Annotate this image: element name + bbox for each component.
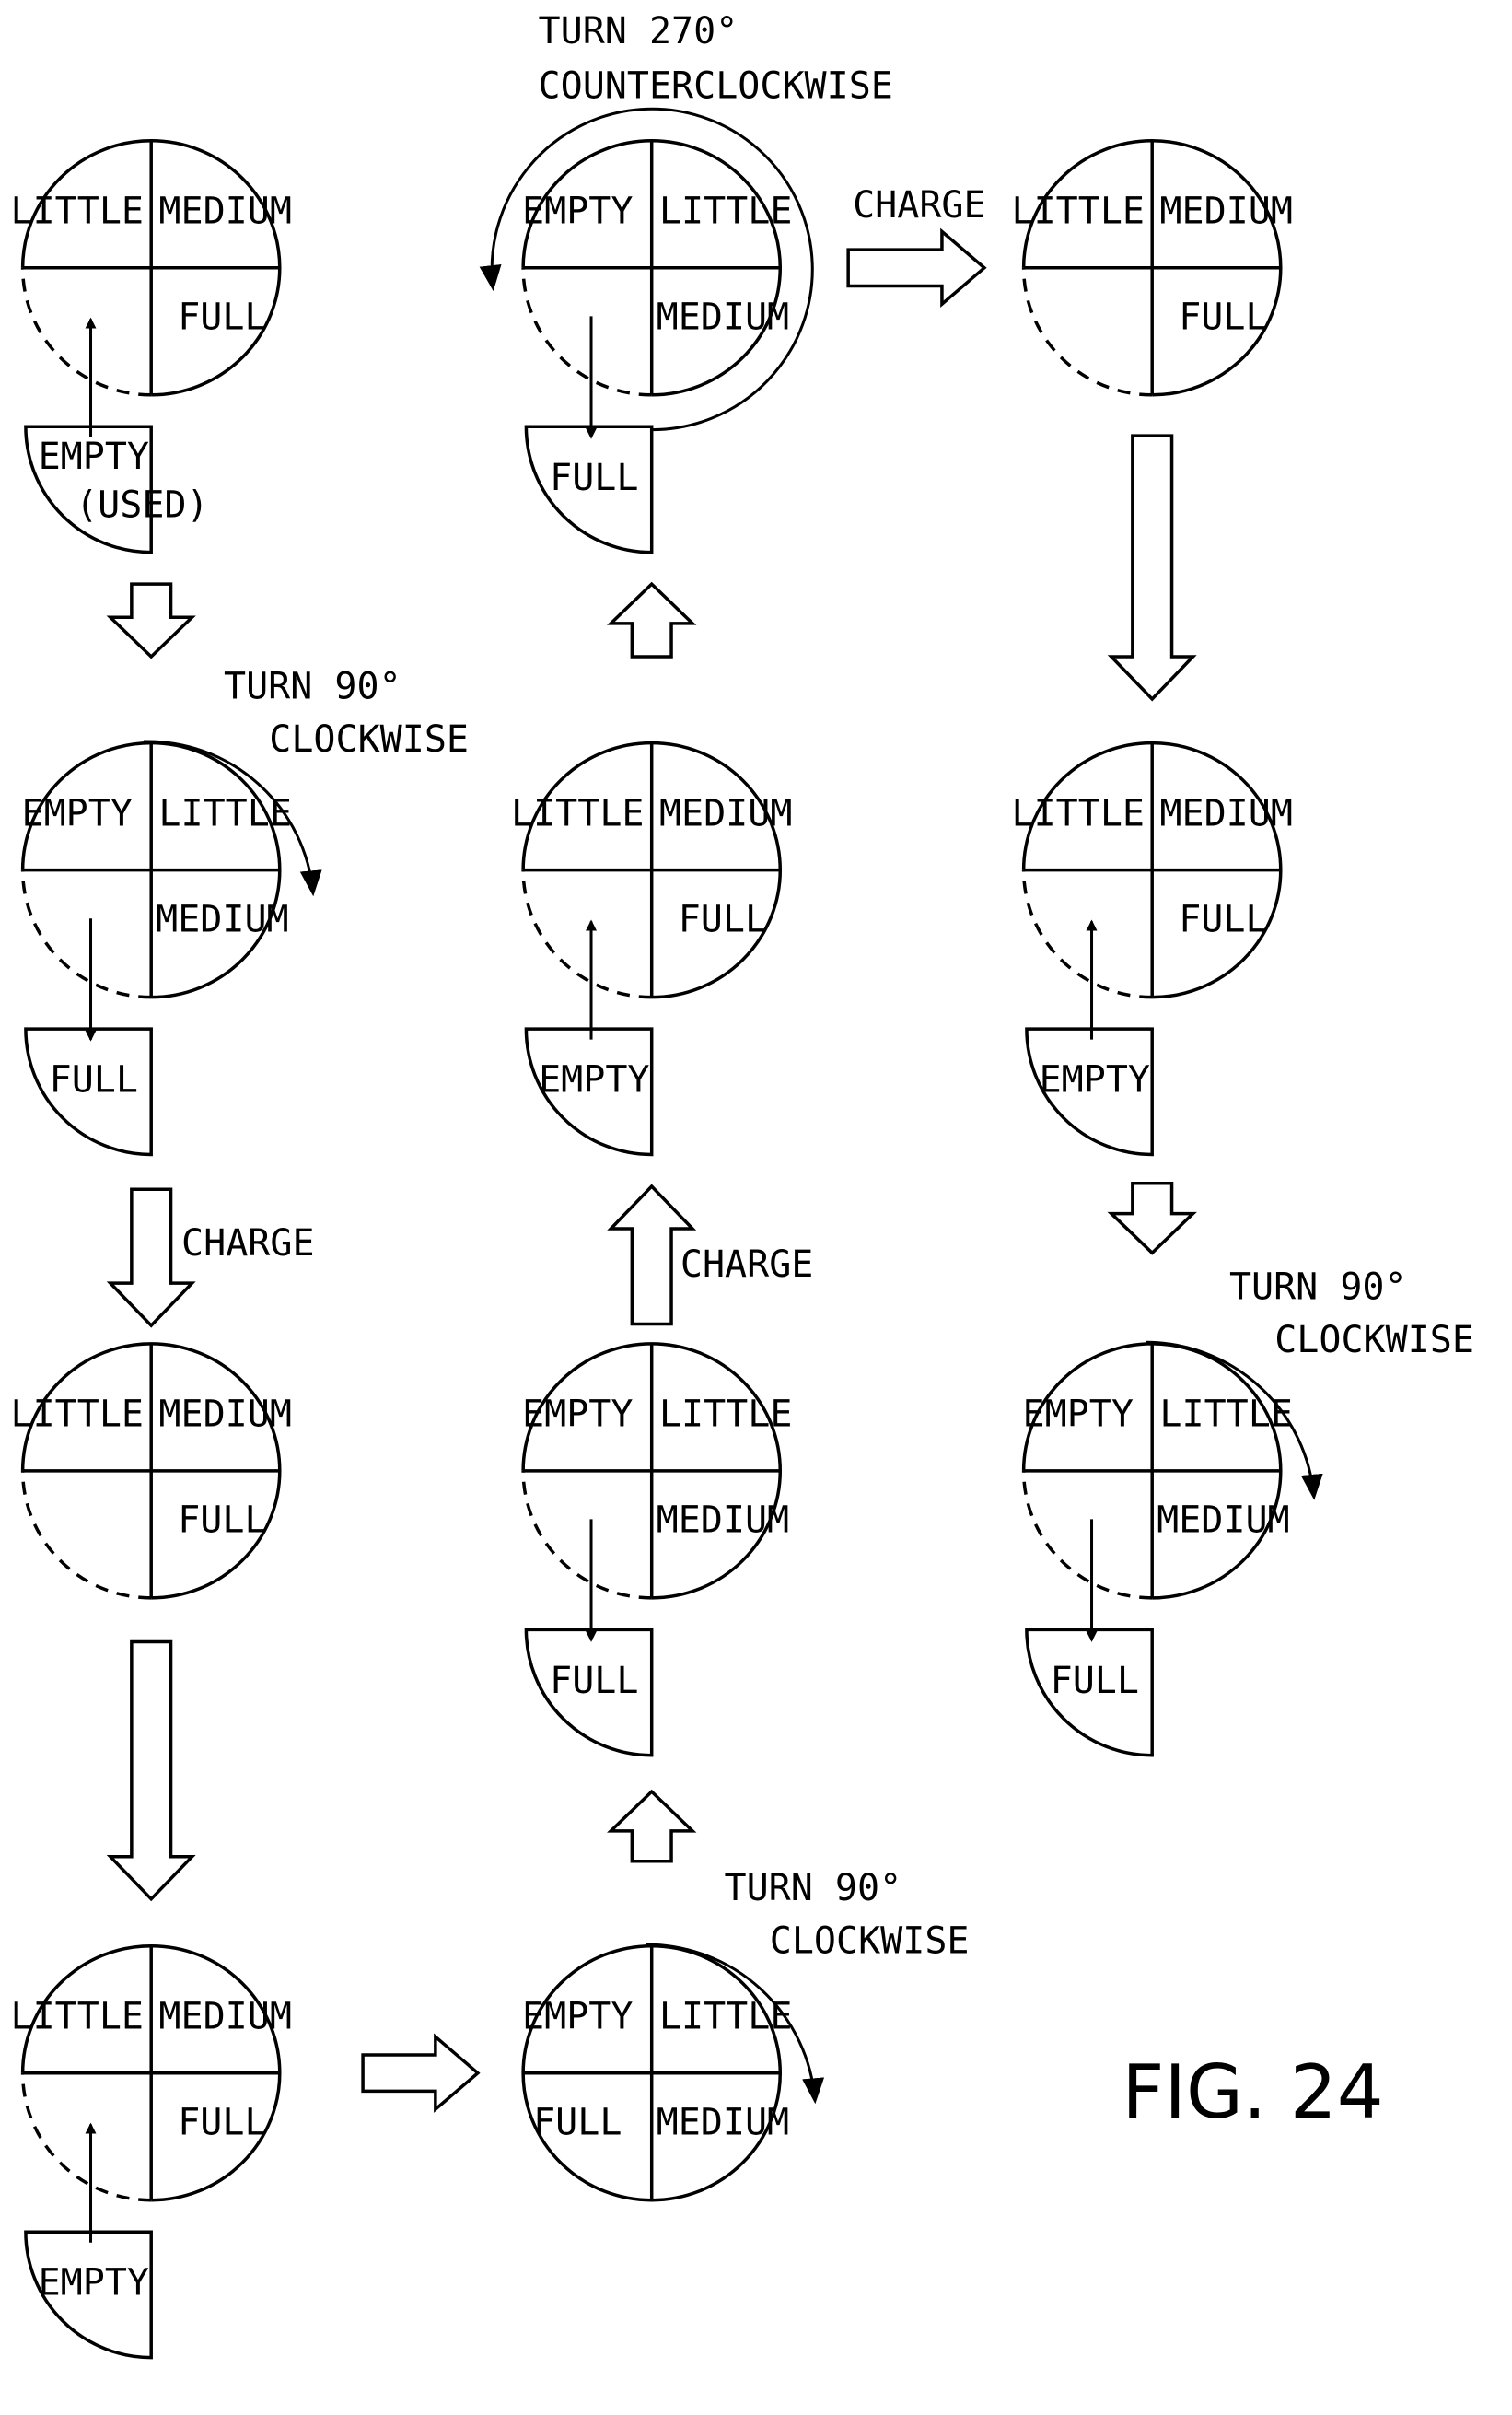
storage-state-2: EMPTYLITTLEMEDIUMFULL [22, 743, 292, 1155]
storage-state-1: LITTLE MEDIUM FULL EMPTY (USED) [10, 141, 291, 553]
quadrant-bottom-right: FULL [178, 1499, 266, 1542]
cassette-label: EMPTY [39, 436, 149, 478]
cassette-label: FULL [1051, 1660, 1139, 1702]
cassette: FULL [526, 426, 651, 552]
empty-slot-outline [1024, 1471, 1153, 1598]
annotation-line: TURN 90° [725, 1867, 902, 1909]
step-arrow-7 [611, 584, 692, 657]
quadrant-bottom-right: MEDIUM [156, 899, 289, 941]
storage-state-5: EMPTYLITTLEFULLMEDIUM [522, 1946, 792, 2200]
quadrant-top-right: LITTLE [659, 191, 793, 233]
quadrant-top-right: MEDIUM [158, 191, 292, 233]
cassette-label: EMPTY [539, 1059, 649, 1102]
cassette: EMPTY (USED) [26, 426, 209, 552]
step-arrow-9 [1111, 436, 1193, 699]
quadrant-top-right: MEDIUM [659, 793, 793, 835]
quadrant-top-right: MEDIUM [1159, 191, 1293, 233]
quadrant-bottom-right: FULL [178, 2102, 266, 2144]
annotation-line: TURN 90° [1229, 1266, 1407, 1309]
storage-state-9: LITTLE MEDIUM FULL [1011, 141, 1292, 395]
quadrant-top-right: MEDIUM [1159, 793, 1293, 835]
empty-slot-outline [23, 2073, 152, 2200]
cassette: FULL [526, 1629, 651, 1755]
quadrant-top-left: LITTLE [1011, 191, 1145, 233]
empty-slot-outline [1024, 870, 1153, 998]
quadrant-bottom-right: MEDIUM [657, 1499, 790, 1542]
storage-state-11: EMPTYLITTLEMEDIUMFULL [1023, 1344, 1293, 1756]
cassette: EMPTY [26, 2232, 151, 2357]
quadrant-top-left: EMPTY [522, 191, 633, 233]
quadrant-top-left: EMPTY [522, 1996, 633, 2038]
step-arrow-1 [110, 584, 192, 657]
quadrant-top-left: LITTLE [10, 191, 144, 233]
quadrant-bottom-right: FULL [679, 899, 767, 941]
quadrant-top-right: LITTLE [659, 1394, 793, 1436]
annotation-line: TURN 270° [539, 10, 739, 52]
cassette: EMPTY [526, 1029, 651, 1154]
cassette-label: FULL [550, 1660, 638, 1702]
annotation-line: CHARGE [680, 1243, 814, 1286]
annotation-line: CHARGE [181, 1222, 314, 1265]
annotation-4: CHARGE [680, 1243, 814, 1286]
quadrant-top-left: EMPTY [1023, 1394, 1134, 1436]
annotation-5: TURN 270° COUNTERCLOCKWISE [539, 10, 893, 107]
step-arrow-5 [611, 1791, 692, 1861]
empty-slot-outline [523, 870, 652, 998]
annotation-line: CLOCKWISE [770, 1919, 970, 1962]
storage-state-7: LITTLE MEDIUM FULL EMPTY [511, 743, 792, 1155]
annotation-6: CHARGE [853, 184, 986, 227]
storage-state-8: EMPTY LITTLE MEDIUM FULL [522, 141, 792, 553]
step-arrow-4 [363, 2036, 478, 2109]
annotation-line: TURN 90° [224, 666, 401, 708]
quadrant-bottom-right: MEDIUM [657, 2102, 790, 2144]
step-arrow-2 [110, 1189, 192, 1325]
cassette: FULL [26, 1029, 151, 1154]
figure-label: FIG. 24 [1122, 2049, 1383, 2135]
storage-state-6: EMPTY LITTLE MEDIUM FULL [522, 1344, 792, 1756]
quadrant-top-left: EMPTY [22, 793, 133, 835]
quadrant-top-left: LITTLE [1011, 793, 1145, 835]
annotation-3: TURN 90° CLOCKWISE [725, 1867, 970, 1963]
quadrant-top-left: LITTLE [511, 793, 645, 835]
annotation-2: CHARGE [181, 1222, 314, 1265]
cassette: EMPTY [1027, 1029, 1152, 1154]
step-arrow-8 [848, 231, 984, 304]
quadrant-top-right: MEDIUM [158, 1394, 292, 1436]
annotation-line: CLOCKWISE [1274, 1319, 1474, 1361]
quadrant-bottom-right: MEDIUM [657, 297, 790, 339]
empty-slot-outline [523, 268, 652, 395]
empty-slot-outline [523, 1471, 652, 1598]
annotation-line: CLOCKWISE [269, 718, 469, 761]
quadrant-bottom-left: FULL [533, 2102, 622, 2144]
step-arrow-3 [110, 1642, 192, 1899]
storage-state-4: LITTLE MEDIUM FULL EMPTY [10, 1946, 291, 2358]
quadrant-bottom-right: FULL [1179, 899, 1267, 941]
storage-state-3: LITTLE MEDIUM FULL [10, 1344, 291, 1598]
quadrant-bottom-right: FULL [178, 297, 266, 339]
cassette-note: (USED) [76, 484, 209, 526]
annotation-line: CHARGE [853, 184, 986, 227]
cassette-label: FULL [50, 1059, 138, 1102]
quadrant-bottom-right: FULL [1179, 297, 1267, 339]
cassette-label: EMPTY [1040, 1059, 1150, 1102]
cassette-label: EMPTY [39, 2262, 149, 2304]
cassette-label: FULL [550, 457, 638, 499]
empty-slot-outline [23, 1471, 152, 1598]
annotation-1: TURN 90° CLOCKWISE [224, 666, 469, 762]
quadrant-top-left: LITTLE [10, 1996, 144, 2038]
cassette: FULL [1027, 1629, 1152, 1755]
empty-slot-outline [23, 268, 152, 395]
step-arrow-10 [1111, 1184, 1193, 1254]
annotation-line: COUNTERCLOCKWISE [539, 64, 893, 107]
storage-state-10: LITTLE MEDIUM FULL EMPTY [1011, 743, 1292, 1155]
quadrant-top-left: EMPTY [522, 1394, 633, 1436]
quadrant-bottom-right: MEDIUM [1157, 1499, 1290, 1542]
quadrant-top-right: MEDIUM [158, 1996, 292, 2038]
quadrant-top-left: LITTLE [10, 1394, 144, 1436]
empty-slot-outline [23, 870, 152, 998]
empty-slot-outline [1024, 268, 1153, 395]
annotation-7: TURN 90° CLOCKWISE [1229, 1266, 1474, 1362]
